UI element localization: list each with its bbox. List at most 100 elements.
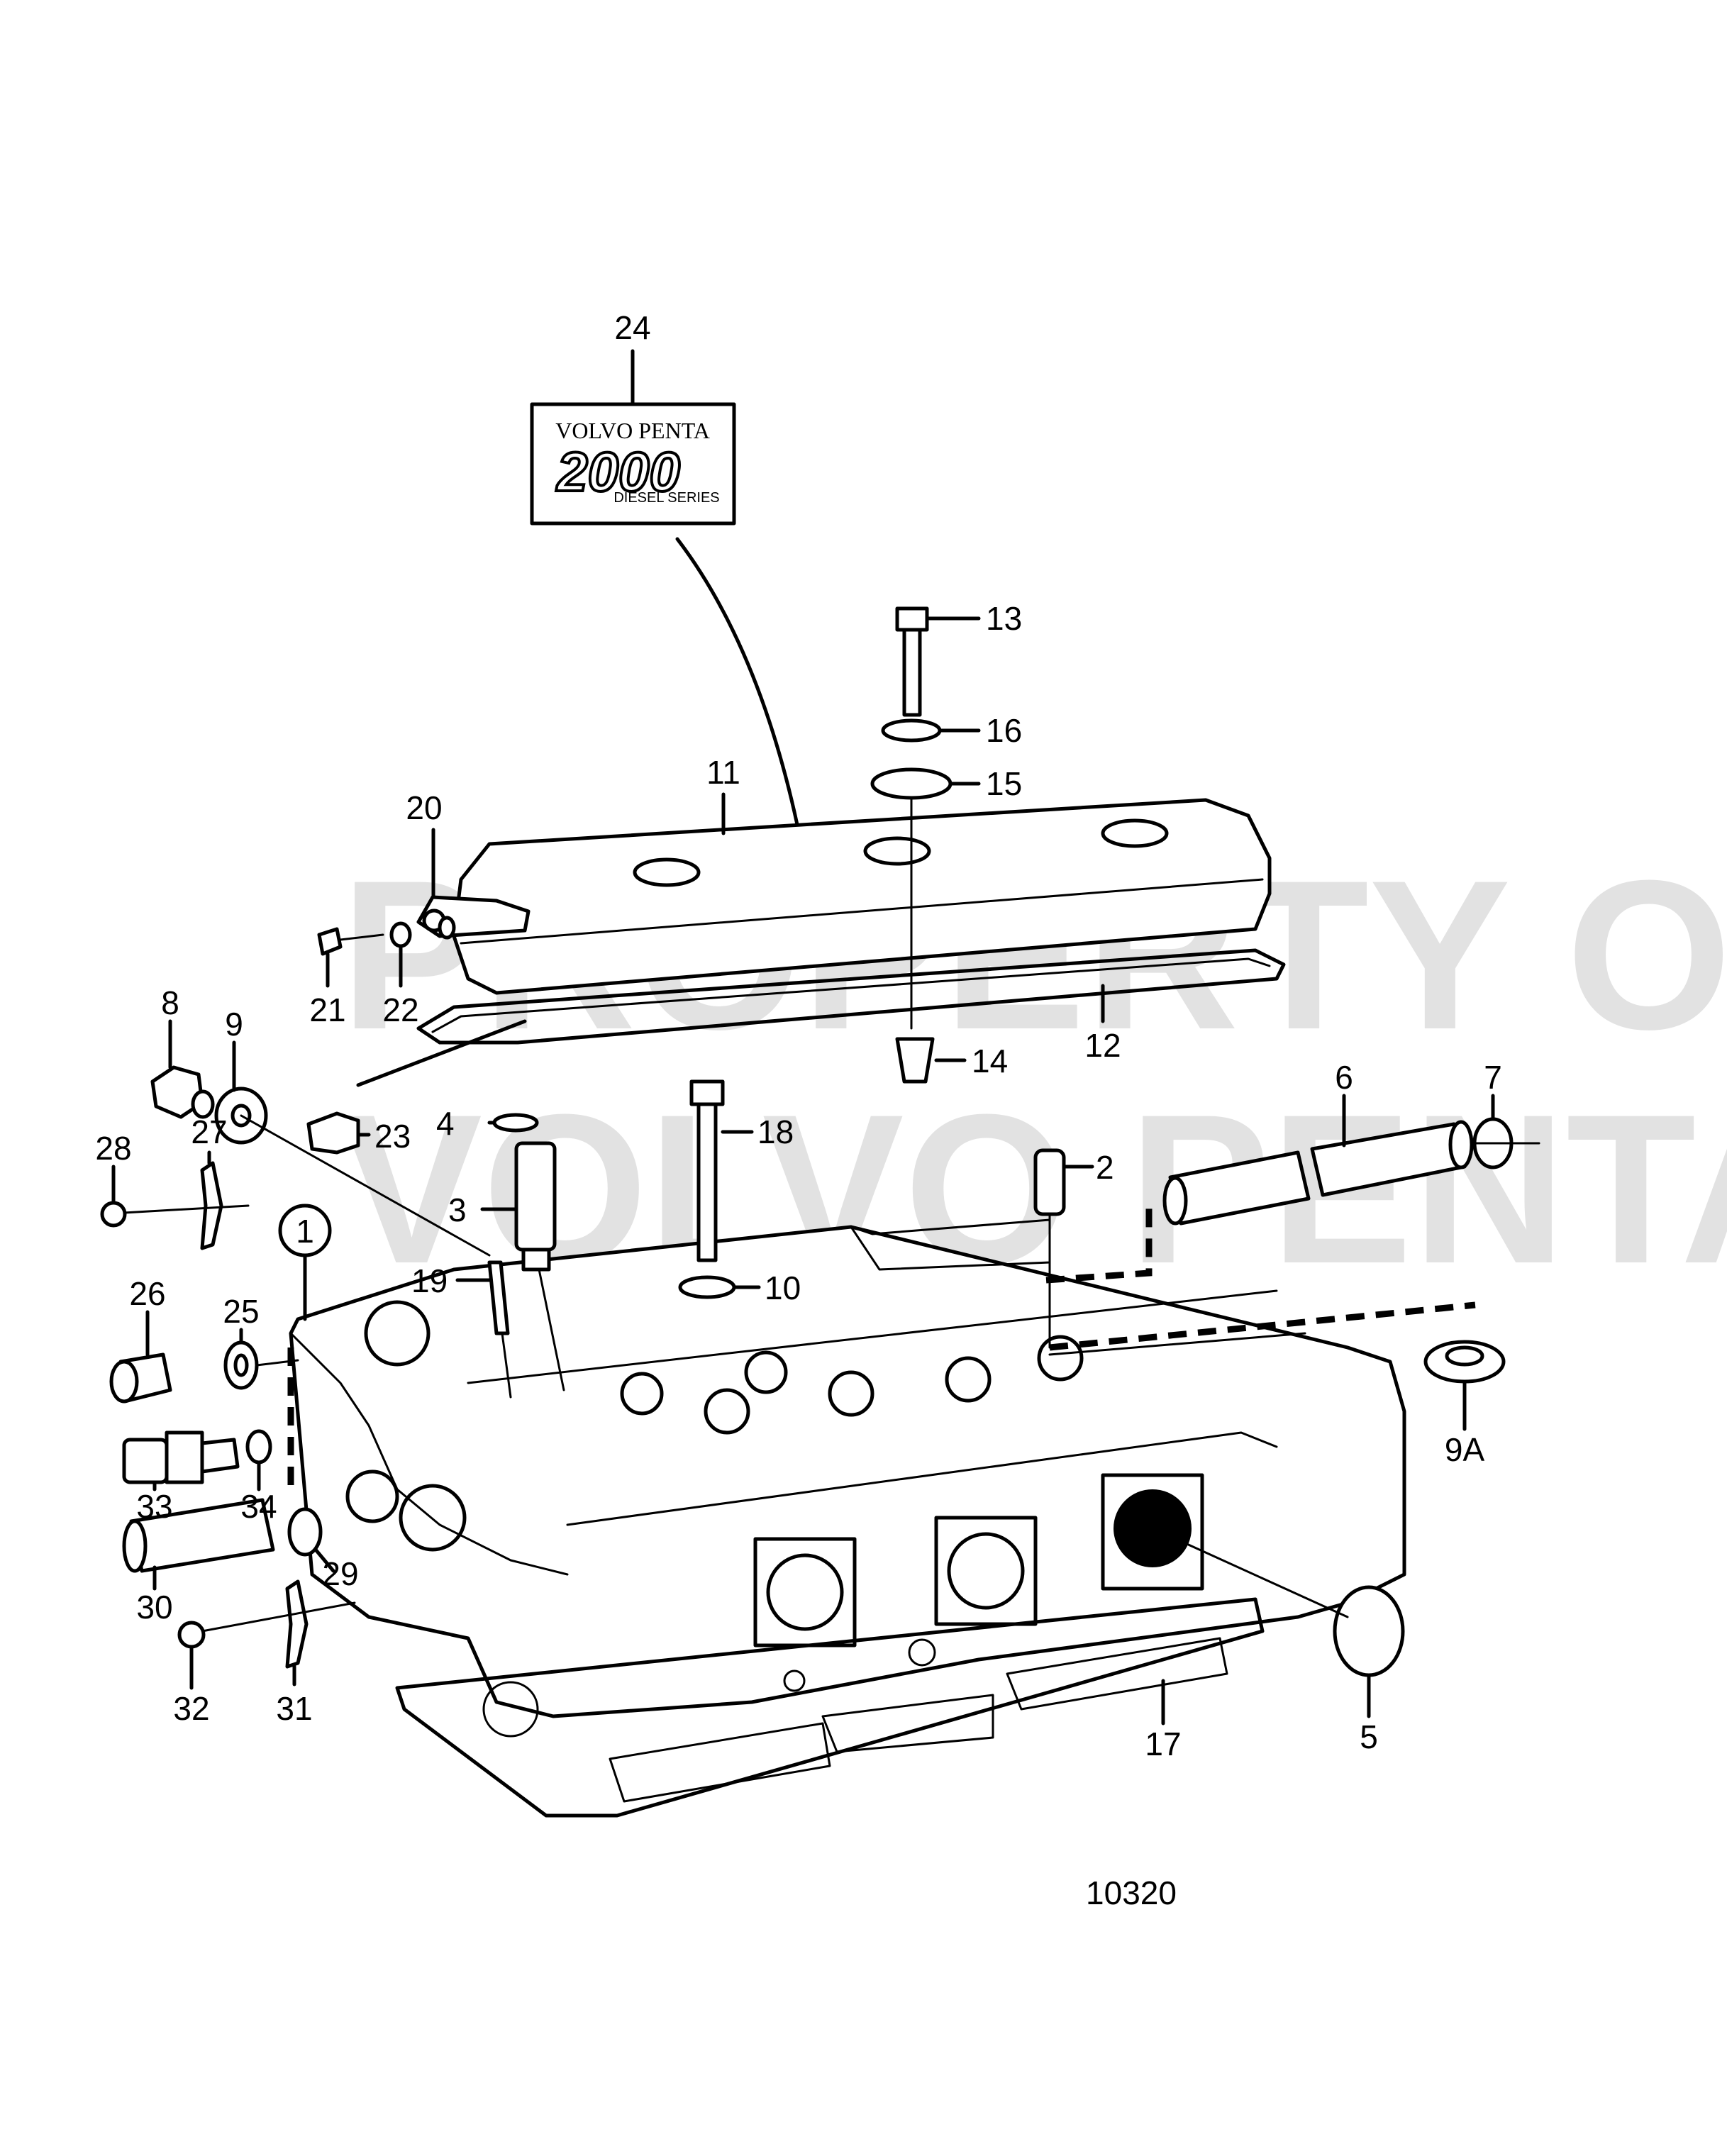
valve-cover-boss-1 (633, 857, 701, 887)
valve-cover-boss-3 (1101, 818, 1169, 848)
seal-9a (1423, 1340, 1506, 1431)
head-gasket (395, 1597, 1265, 1818)
injector-3-tip (521, 1248, 551, 1272)
o-ring-29 (287, 1507, 323, 1557)
callout-15: 15 (986, 765, 1022, 802)
callout-9a: 9A (1445, 1431, 1485, 1468)
callout-27: 27 (191, 1113, 227, 1150)
injector-3-body (514, 1141, 557, 1252)
seal-25-axis (255, 1359, 299, 1367)
seal-25-hole (233, 1353, 249, 1377)
coolant-port-2-ring (947, 1532, 1025, 1610)
callout-7: 7 (1484, 1059, 1502, 1096)
bolt-18 (689, 1079, 754, 1262)
grommet-14 (895, 1037, 935, 1084)
callout-24: 24 (614, 309, 650, 346)
badge-series: DIESEL SERIES (613, 490, 719, 506)
head-gasket-outline (395, 1597, 1265, 1818)
pipe-30-end (122, 1519, 148, 1573)
sender-33-hex (165, 1430, 204, 1484)
valve-cover-gasket (416, 948, 1286, 1045)
bracket-27-axis (123, 1204, 250, 1214)
bolt-18-shank (696, 1102, 718, 1262)
screw-28 (100, 1201, 127, 1228)
callout-13: 13 (986, 600, 1022, 637)
badge-brand: VOLVO PENTA (555, 418, 710, 443)
callout-26: 26 (129, 1275, 165, 1312)
callout-3: 3 (448, 1191, 467, 1228)
gasket-hole-1 (908, 1638, 936, 1667)
rocker-boss-2 (828, 1370, 874, 1417)
valve-cover-boss-2 (863, 836, 931, 866)
bolt-13 (895, 606, 981, 717)
callout-8: 8 (161, 984, 179, 1021)
callout-22: 22 (382, 991, 418, 1028)
dashed-leader-9a (1049, 1301, 1476, 1351)
callout-9: 9 (225, 1006, 243, 1043)
badge-decal: VOLVO PENTA 2000 DIESEL SERIES (530, 402, 736, 526)
callout-2: 2 (1096, 1149, 1114, 1186)
seal-9a-hole (1445, 1345, 1484, 1367)
tube-6-right-end (1448, 1120, 1474, 1169)
callout-20: 20 (406, 789, 442, 826)
badge-model: 2000 (555, 440, 680, 503)
injector-3 (480, 1141, 565, 1391)
coolant-port-2 (934, 1516, 1038, 1626)
bracket-31-axis (201, 1601, 356, 1633)
washer-9-hole (231, 1104, 252, 1128)
gasket-window-3 (1006, 1637, 1228, 1711)
tube-6-left-end (1162, 1176, 1188, 1226)
head-ridge-1 (467, 1289, 1278, 1384)
stud-19 (487, 1260, 510, 1335)
callout-34: 34 (240, 1488, 277, 1525)
callout-1: 1 (296, 1213, 314, 1250)
plug-26-end (109, 1360, 139, 1404)
spacer-22 (438, 916, 456, 940)
gasket-window-1 (609, 1722, 831, 1803)
core-plug-5-axis (1151, 1527, 1349, 1618)
washer-34 (245, 1429, 272, 1465)
callout-10: 10 (765, 1269, 801, 1306)
washer-16 (881, 718, 942, 743)
callout-18: 18 (757, 1113, 794, 1150)
coolant-port-3 (1101, 1473, 1204, 1591)
rocker-boss-4 (1037, 1335, 1084, 1382)
callout-31: 31 (276, 1690, 312, 1727)
callout-5: 5 (1360, 1718, 1378, 1755)
callout-labels: 24 13 16 15 11 20 21 22 12 8 9 7 6 14 18… (95, 309, 1501, 1911)
callout-32: 32 (173, 1690, 209, 1727)
stud-19-axis (501, 1332, 512, 1399)
front-port-2 (345, 1469, 399, 1523)
gasket-hole-2 (783, 1669, 806, 1692)
screw-21-thread (339, 933, 384, 941)
callout-12: 12 (1084, 1027, 1121, 1064)
seal-15 (870, 767, 953, 800)
sender-33-thread (200, 1438, 240, 1474)
leader-29 (313, 1547, 335, 1573)
bracket-27 (200, 1161, 223, 1250)
rocker-boss-1 (704, 1388, 750, 1435)
plug-8-thread (191, 1089, 215, 1119)
front-port-1 (399, 1484, 467, 1552)
o-ring-4 (492, 1113, 539, 1133)
callout-28: 28 (95, 1130, 131, 1167)
callout-30: 30 (136, 1589, 172, 1626)
callout-11: 11 (706, 754, 740, 791)
tube-6 (1162, 1094, 1474, 1226)
head-ridge-2 (566, 1431, 1278, 1526)
washer-10 (678, 1275, 736, 1299)
plug-axis-8 (240, 1114, 491, 1257)
core-plug-5 (1333, 1585, 1405, 1677)
thermostat-port (364, 1300, 431, 1367)
callout-23: 23 (374, 1118, 411, 1155)
callout-21: 21 (309, 991, 345, 1028)
callout-19: 19 (411, 1262, 448, 1299)
valve-cover-edge (460, 878, 1264, 945)
bolt-13-shank (902, 628, 922, 717)
washer-22 (389, 921, 412, 948)
bolt-13-head (895, 606, 929, 632)
callout-17: 17 (1145, 1726, 1181, 1762)
screw-32 (177, 1621, 206, 1649)
bolt-18-head (689, 1079, 725, 1106)
